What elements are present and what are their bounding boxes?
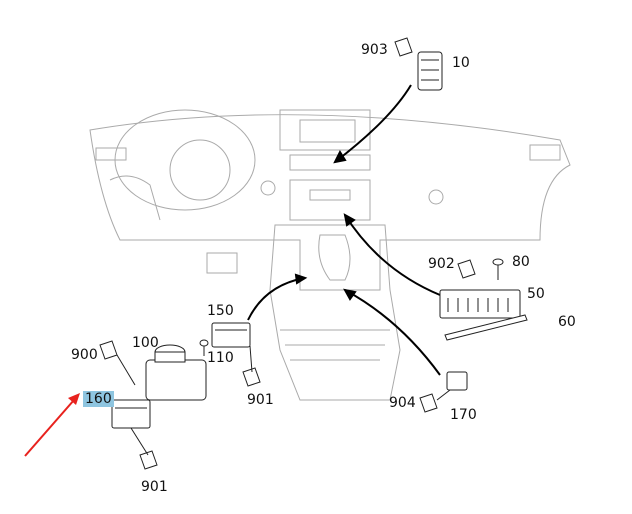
callout-160-highlighted: 160 <box>83 391 114 407</box>
part-170-switch <box>446 371 468 391</box>
callout-110: 110 <box>207 350 234 366</box>
callout-150: 150 <box>207 303 234 319</box>
callout-80: 80 <box>512 254 530 270</box>
arrows <box>247 84 441 376</box>
part-10-switch <box>417 51 443 91</box>
part-160-switch <box>111 399 151 429</box>
part-100-controller <box>145 344 207 401</box>
callout-170: 170 <box>450 407 477 423</box>
callout-100: 100 <box>132 335 159 351</box>
connector-plugs <box>99 37 476 470</box>
part-150-switch <box>211 322 251 348</box>
callout-904: 904 <box>389 395 416 411</box>
part-110-screw <box>199 339 209 356</box>
callout-60: 60 <box>558 314 576 330</box>
part-60-trim <box>444 314 528 341</box>
dashboard-interior-outline <box>89 109 571 401</box>
callout-902: 902 <box>428 256 455 272</box>
callout-903: 903 <box>361 42 388 58</box>
part-80-screw <box>492 258 504 280</box>
callout-50: 50 <box>527 286 545 302</box>
part-50-switch-panel <box>439 289 521 319</box>
callout-10: 10 <box>452 55 470 71</box>
red-pointer-arrow <box>24 393 80 457</box>
callout-901: 901 <box>141 479 168 495</box>
callout-901: 901 <box>247 392 274 408</box>
callout-900: 900 <box>71 347 98 363</box>
